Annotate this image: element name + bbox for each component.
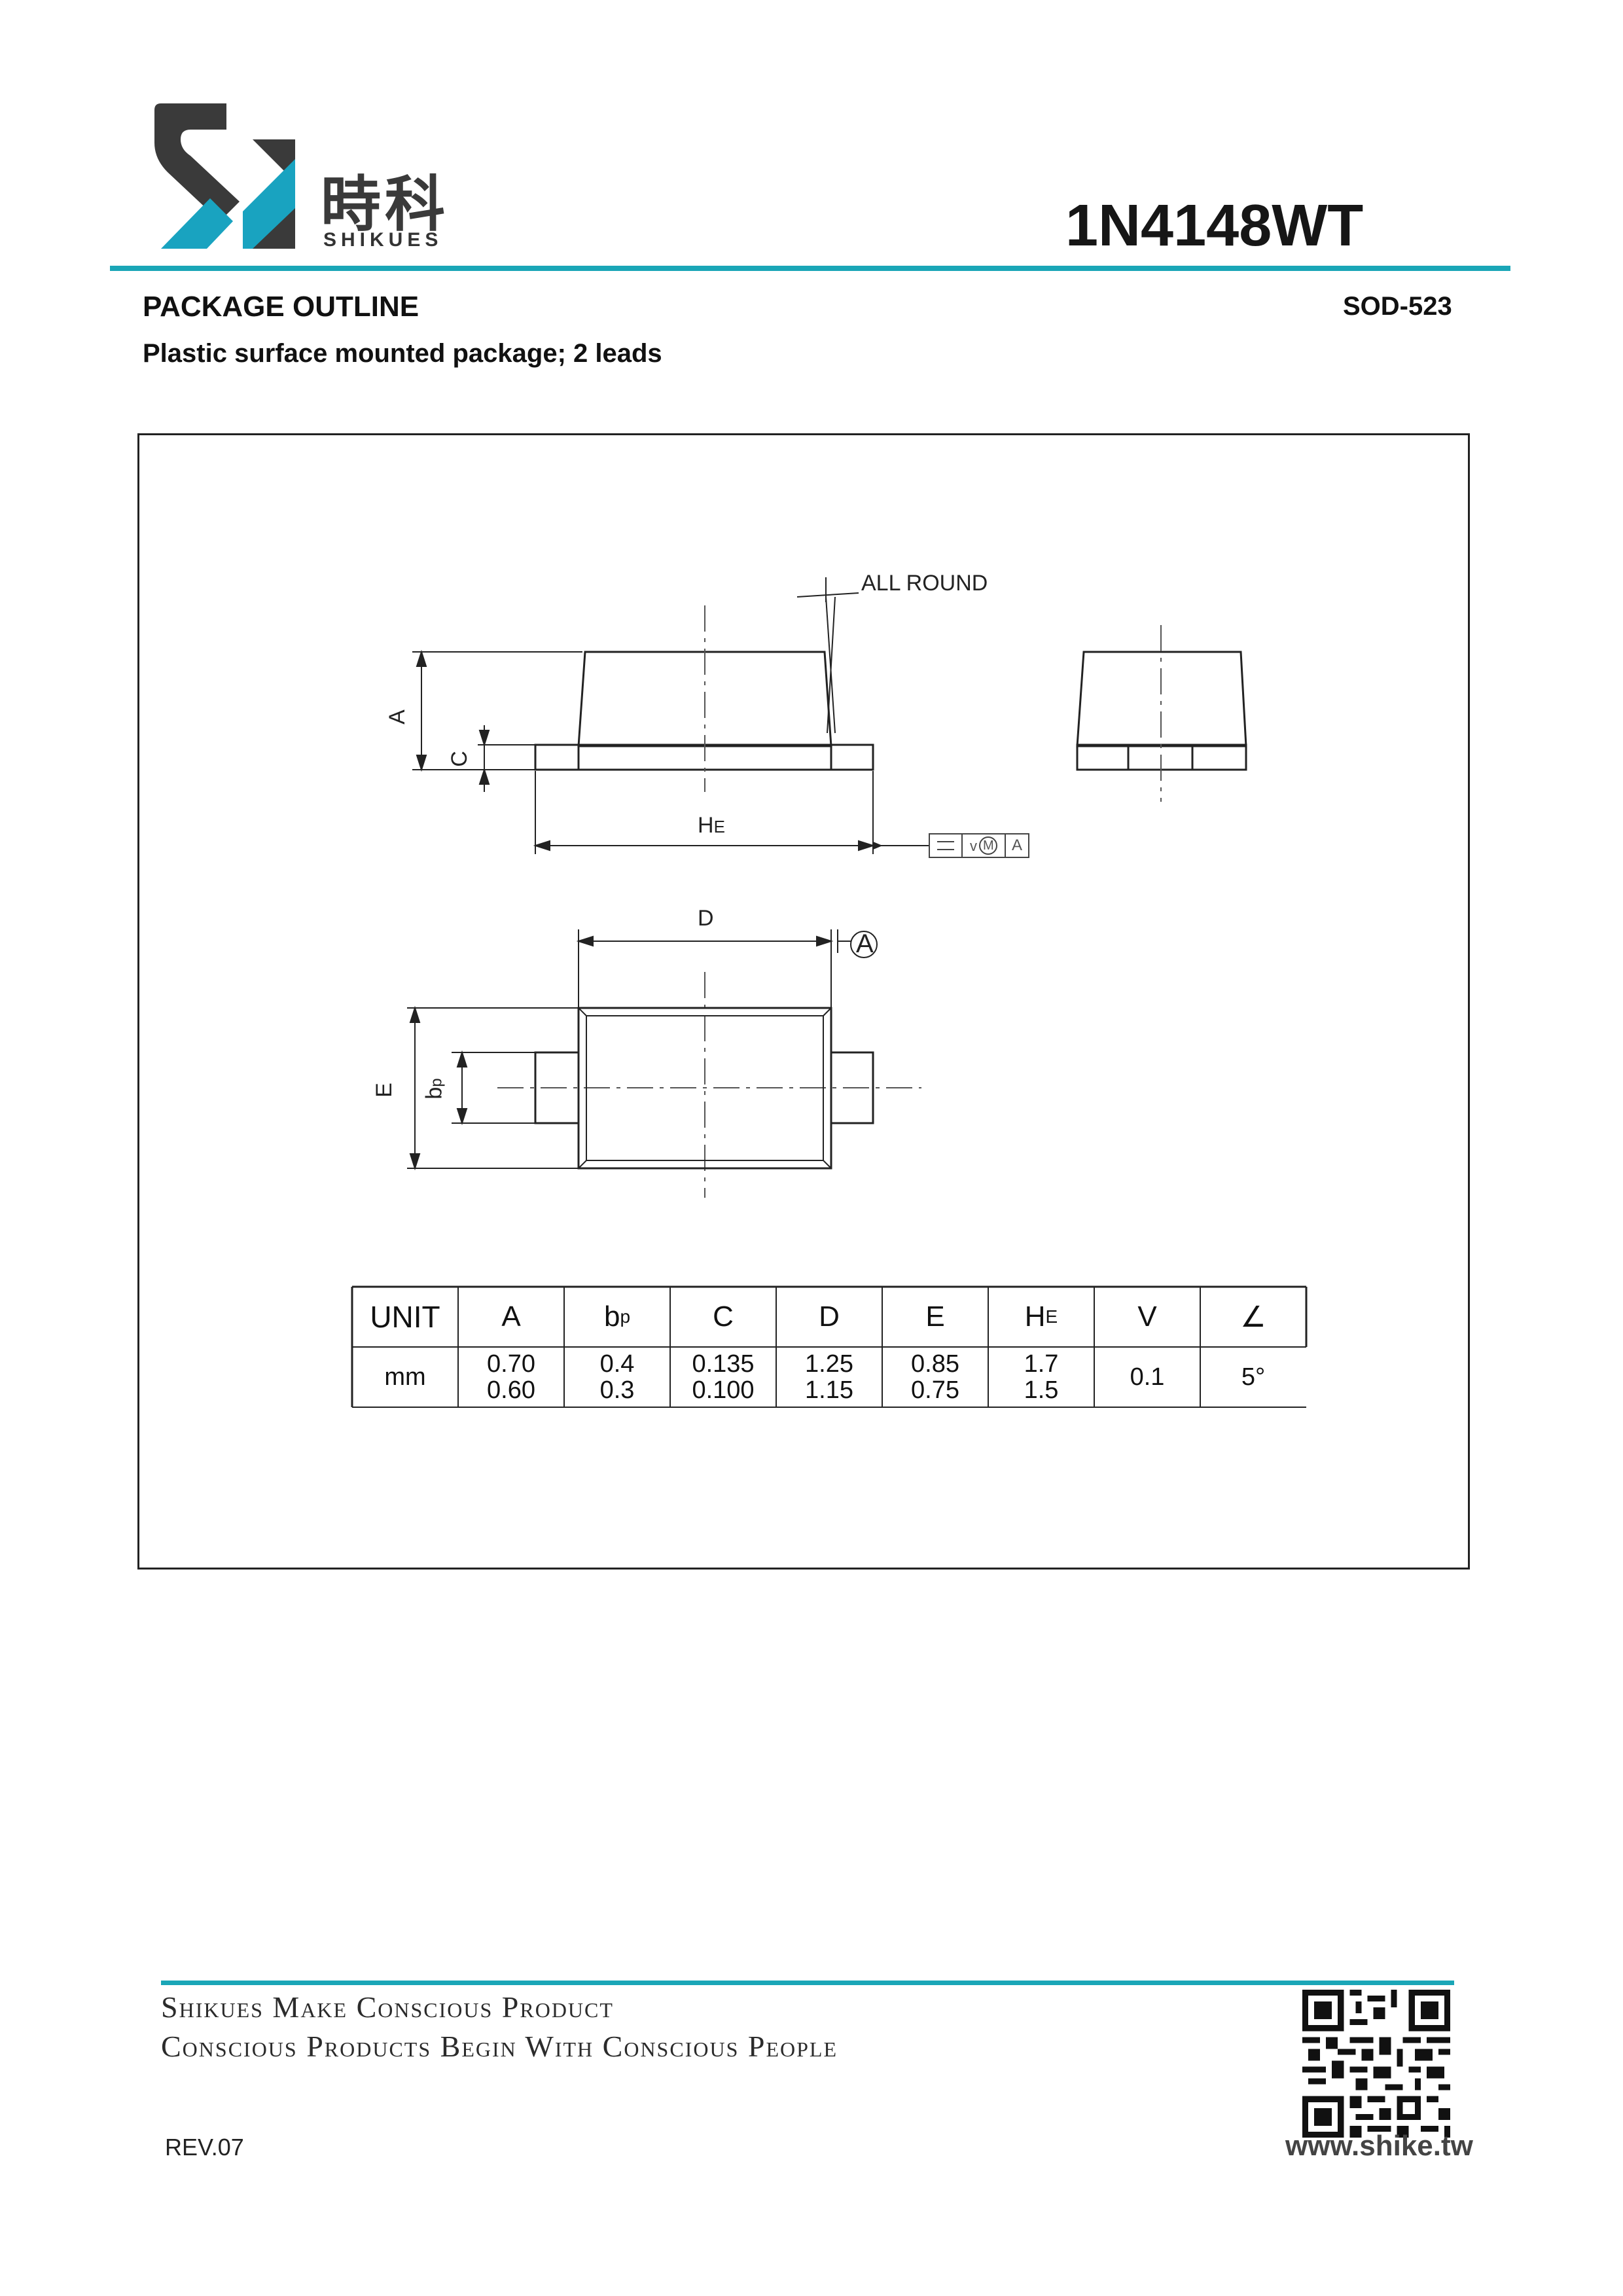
th-unit: UNIT [370, 1300, 440, 1334]
section-title: PACKAGE OUTLINE [143, 291, 419, 323]
end-view-base [1076, 744, 1247, 771]
th-a: A [501, 1300, 521, 1333]
th-angle: ∠ [1240, 1300, 1266, 1333]
dim-label-a: A [384, 709, 410, 725]
fcf-m: M [983, 838, 994, 853]
company-logo [154, 103, 298, 249]
dim-label-e: E [371, 1083, 397, 1098]
th-c: C [713, 1300, 734, 1333]
td-angle: 5° [1241, 1363, 1266, 1391]
th-e: E [925, 1300, 945, 1333]
logo-english-text: SHIKUES [323, 229, 443, 251]
drawing-frame [137, 433, 1470, 1570]
dimension-table [351, 1285, 1308, 1408]
qr-code-icon [1302, 1990, 1450, 2138]
fcf-v: v [970, 838, 977, 854]
logo-chinese-text: 時科 [321, 170, 450, 240]
logo-mark-icon [154, 103, 295, 249]
part-number: 1N4148WT [1065, 193, 1364, 259]
header-rule [110, 266, 1510, 271]
td-v: 0.1 [1130, 1363, 1165, 1391]
td-unit: mm [384, 1363, 426, 1391]
top-view-lead-left [534, 1051, 580, 1124]
datum-label-a: A [856, 929, 874, 958]
slogan-line-1: Shikues Make Conscious Product [161, 1990, 614, 2024]
dim-label-bp: bp [421, 1078, 447, 1100]
all-round-label: ALL ROUND [861, 571, 988, 596]
th-v: V [1137, 1300, 1157, 1333]
dim-label-he: HE [698, 813, 725, 838]
footer-rule [161, 1981, 1454, 1985]
website-link[interactable]: www.shike.tw [1285, 2130, 1473, 2162]
section-subtitle: Plastic surface mounted package; 2 leads [143, 339, 662, 368]
revision-label: REV.07 [165, 2134, 244, 2161]
side-view-base [534, 744, 874, 771]
dim-label-c: C [446, 751, 472, 767]
package-name: SOD-523 [1343, 292, 1452, 321]
fcf-a: A [1012, 836, 1023, 854]
top-view-lead-right [830, 1051, 874, 1124]
slogan-line-2: Conscious Products Begin With Conscious … [161, 2030, 838, 2063]
th-d: D [819, 1300, 840, 1333]
dim-label-d: D [698, 906, 714, 931]
